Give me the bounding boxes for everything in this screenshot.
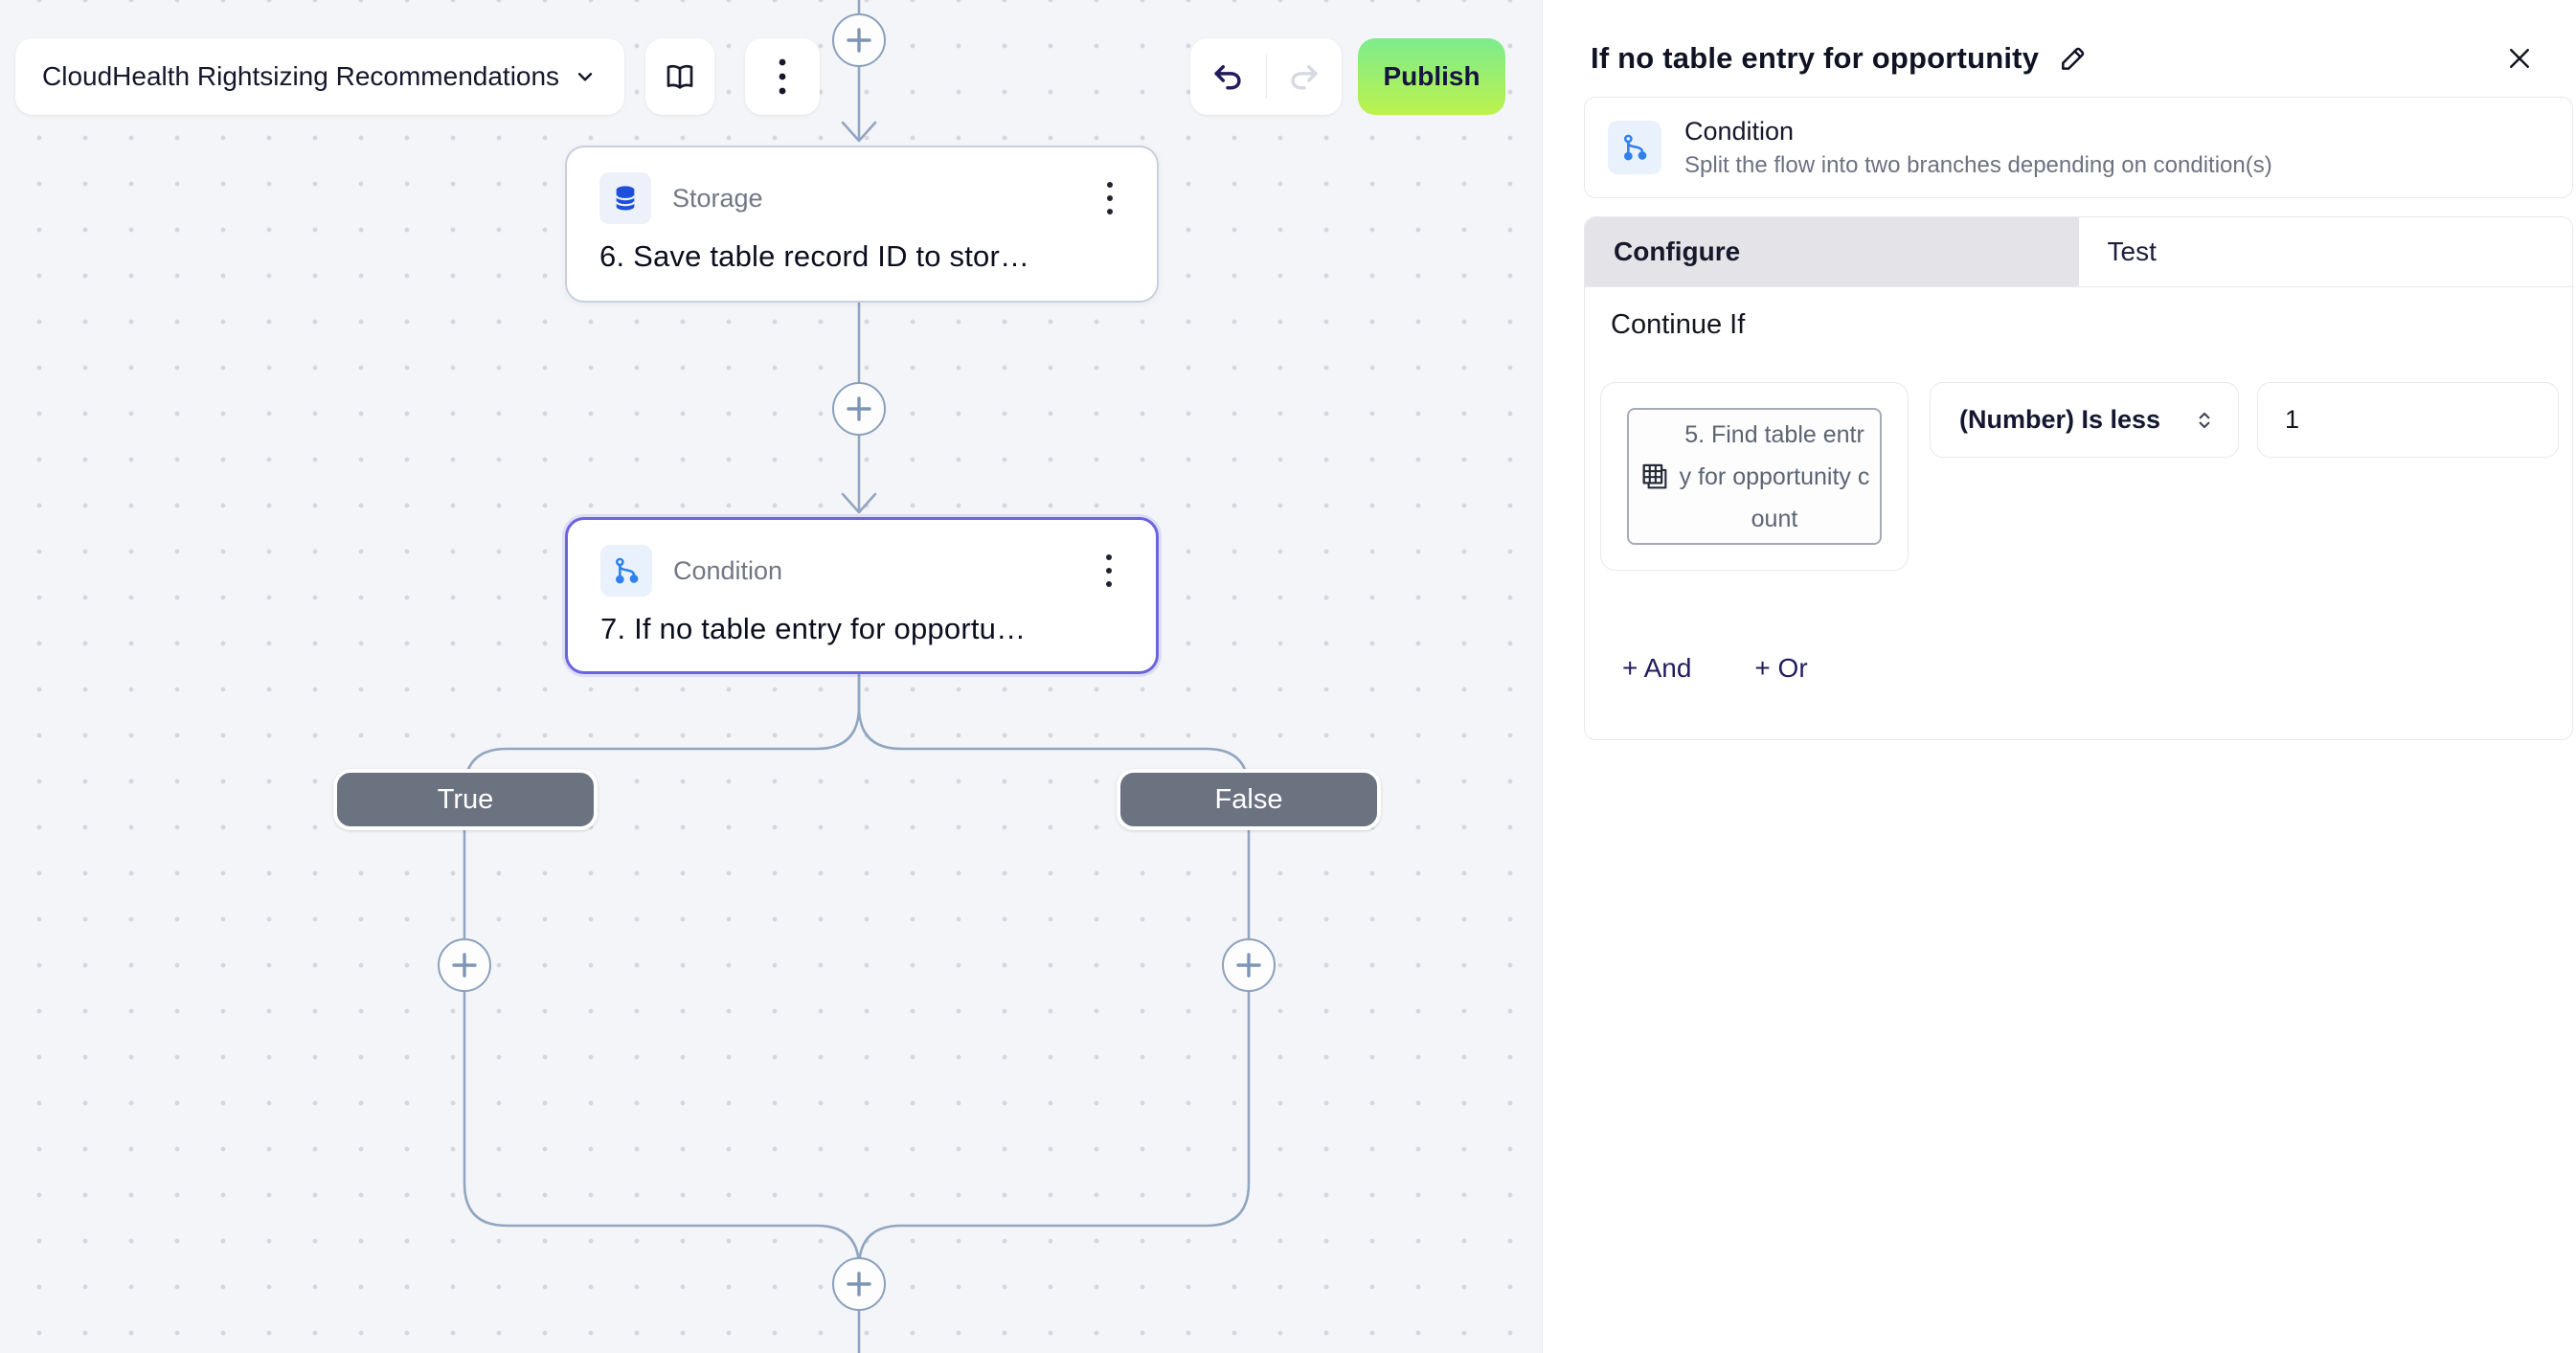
data-pill[interactable]: 5. Find table entry for opportunity coun… bbox=[1627, 408, 1882, 545]
undo-button[interactable] bbox=[1206, 55, 1250, 99]
branch-condition-icon bbox=[600, 545, 652, 597]
add-step-button-merge[interactable] bbox=[832, 1257, 886, 1311]
node-type-label: Condition bbox=[673, 555, 783, 585]
add-step-button-true-branch[interactable] bbox=[438, 938, 491, 992]
step-summary-text: Condition Split the flow into two branch… bbox=[1684, 117, 2272, 179]
add-condition-row: + And + Or bbox=[1622, 653, 1808, 684]
plus-icon bbox=[847, 396, 871, 421]
kebab-icon bbox=[1106, 554, 1112, 587]
branch-label-false: False bbox=[1117, 769, 1381, 830]
sort-chevrons-icon bbox=[2199, 412, 2210, 428]
operand-pill-label: 5. Find table entry for opportunity coun… bbox=[1679, 420, 1870, 532]
history-controls bbox=[1190, 38, 1342, 115]
publish-button[interactable]: Publish bbox=[1358, 38, 1505, 115]
continue-if-heading: Continue If bbox=[1611, 309, 1746, 340]
flow-name-dropdown[interactable]: CloudHealth Rightsizing Recommendations bbox=[15, 38, 624, 115]
panel-header: If no table entry for opportunity bbox=[1591, 40, 2538, 77]
table-copy-icon bbox=[1642, 463, 1667, 488]
redo-button[interactable] bbox=[1282, 55, 1326, 99]
book-icon bbox=[667, 64, 693, 89]
tab-configure[interactable]: Configure bbox=[1585, 217, 2079, 286]
add-step-button-top[interactable] bbox=[832, 13, 886, 67]
guide-button[interactable] bbox=[645, 38, 714, 115]
pencil-icon bbox=[2062, 47, 2085, 70]
chevron-down-icon bbox=[577, 73, 593, 81]
node-condition[interactable]: Condition 7. If no table entry for oppor… bbox=[565, 517, 1159, 674]
config-card: Configure Test Continue If 5. Find table… bbox=[1584, 216, 2573, 740]
add-or-button[interactable]: + Or bbox=[1754, 653, 1808, 683]
plus-icon bbox=[452, 953, 477, 978]
database-icon bbox=[599, 172, 651, 224]
operator-label: (Number) Is less bbox=[1959, 405, 2161, 434]
divider bbox=[1265, 55, 1267, 99]
tab-test[interactable]: Test bbox=[2078, 217, 2572, 286]
add-and-button[interactable]: + And bbox=[1622, 653, 1692, 683]
close-icon bbox=[2510, 49, 2529, 68]
kebab-icon bbox=[1107, 182, 1113, 214]
step-summary-card: Condition Split the flow into two branch… bbox=[1584, 97, 2573, 198]
tab-bar: Configure Test bbox=[1585, 217, 2572, 287]
node-title: 6. Save table record ID to stor… bbox=[599, 239, 1030, 273]
flow-canvas[interactable]: Storage 6. Save table record ID to stor… bbox=[0, 0, 1542, 1353]
condition-value-input[interactable] bbox=[2257, 382, 2559, 458]
plus-icon bbox=[847, 1272, 871, 1297]
node-type-label: Storage bbox=[672, 183, 763, 213]
edit-title-button[interactable] bbox=[2056, 41, 2090, 76]
close-panel-button[interactable] bbox=[2501, 40, 2538, 77]
node-title: 7. If no table entry for opportu… bbox=[600, 612, 1027, 645]
canvas-menu-button[interactable] bbox=[745, 38, 820, 115]
condition-operand-field[interactable]: 5. Find table entry for opportunity coun… bbox=[1600, 382, 1909, 571]
kebab-icon bbox=[779, 58, 786, 95]
step-config-panel: If no table entry for opportunity bbox=[1542, 0, 2576, 1353]
step-description: Split the flow into two branches dependi… bbox=[1684, 151, 2272, 178]
node-storage[interactable]: Storage 6. Save table record ID to stor… bbox=[565, 146, 1159, 303]
plus-icon bbox=[1236, 953, 1261, 978]
add-step-button-false-branch[interactable] bbox=[1222, 938, 1276, 992]
node-menu-button[interactable] bbox=[1096, 173, 1124, 223]
flow-name-label: CloudHealth Rightsizing Recommendations bbox=[42, 61, 560, 91]
add-step-button-middle[interactable] bbox=[832, 382, 886, 436]
branch-label-true: True bbox=[333, 769, 598, 830]
redo-icon bbox=[1291, 64, 1318, 90]
step-type-label: Condition bbox=[1684, 116, 1795, 146]
undo-icon bbox=[1214, 64, 1241, 90]
node-menu-button[interactable] bbox=[1095, 546, 1123, 596]
branch-condition-icon bbox=[1608, 121, 1661, 174]
panel-title: If no table entry for opportunity bbox=[1591, 41, 2040, 75]
condition-operator-select[interactable]: (Number) Is less bbox=[1930, 382, 2239, 458]
plus-icon bbox=[847, 28, 871, 53]
